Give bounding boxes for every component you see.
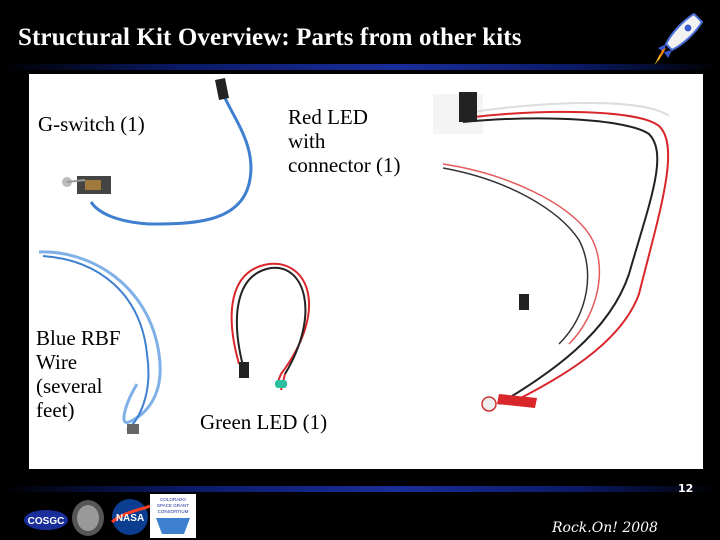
title-underline — [0, 64, 720, 70]
green-led-label: Green LED (1) — [200, 410, 328, 434]
red-led-label: Red LED with connector (1) — [288, 105, 401, 177]
svg-text:NASA: NASA — [116, 513, 144, 524]
observatory-logo — [72, 500, 104, 536]
footer-text: Rock.On! 2008 — [552, 520, 658, 536]
parts-photos — [38, 78, 670, 434]
slide-number: 12 — [678, 482, 694, 495]
green-led-photo — [230, 262, 311, 391]
rocket-icon — [654, 12, 704, 66]
partner-logos: COSGC NASA COLORADO SPACE GRANT CONSORTI… — [24, 494, 196, 538]
nasa-logo: NASA — [111, 499, 151, 535]
content-panel: G-switch (1) Red LED with connector (1) … — [29, 74, 703, 469]
svg-text:CONSORTIUM: CONSORTIUM — [158, 509, 189, 514]
slide-title: Structural Kit Overview: Parts from othe… — [18, 24, 522, 51]
svg-text:COSGC: COSGC — [28, 516, 65, 527]
red-led-photo — [433, 92, 670, 412]
blue-rbf-wire-photo — [38, 250, 162, 434]
footer-divider — [0, 486, 720, 492]
svg-text:COLORADO: COLORADO — [160, 497, 186, 502]
g-switch-photo — [62, 78, 253, 226]
svg-text:SPACE GRANT: SPACE GRANT — [157, 503, 189, 508]
cosgc-logo: COSGC — [24, 510, 68, 530]
g-switch-label: G-switch (1) — [38, 112, 145, 136]
blue-rbf-label: Blue RBF Wire (several feet) — [36, 326, 121, 422]
consortium-logo: COLORADO SPACE GRANT CONSORTIUM — [150, 494, 196, 538]
